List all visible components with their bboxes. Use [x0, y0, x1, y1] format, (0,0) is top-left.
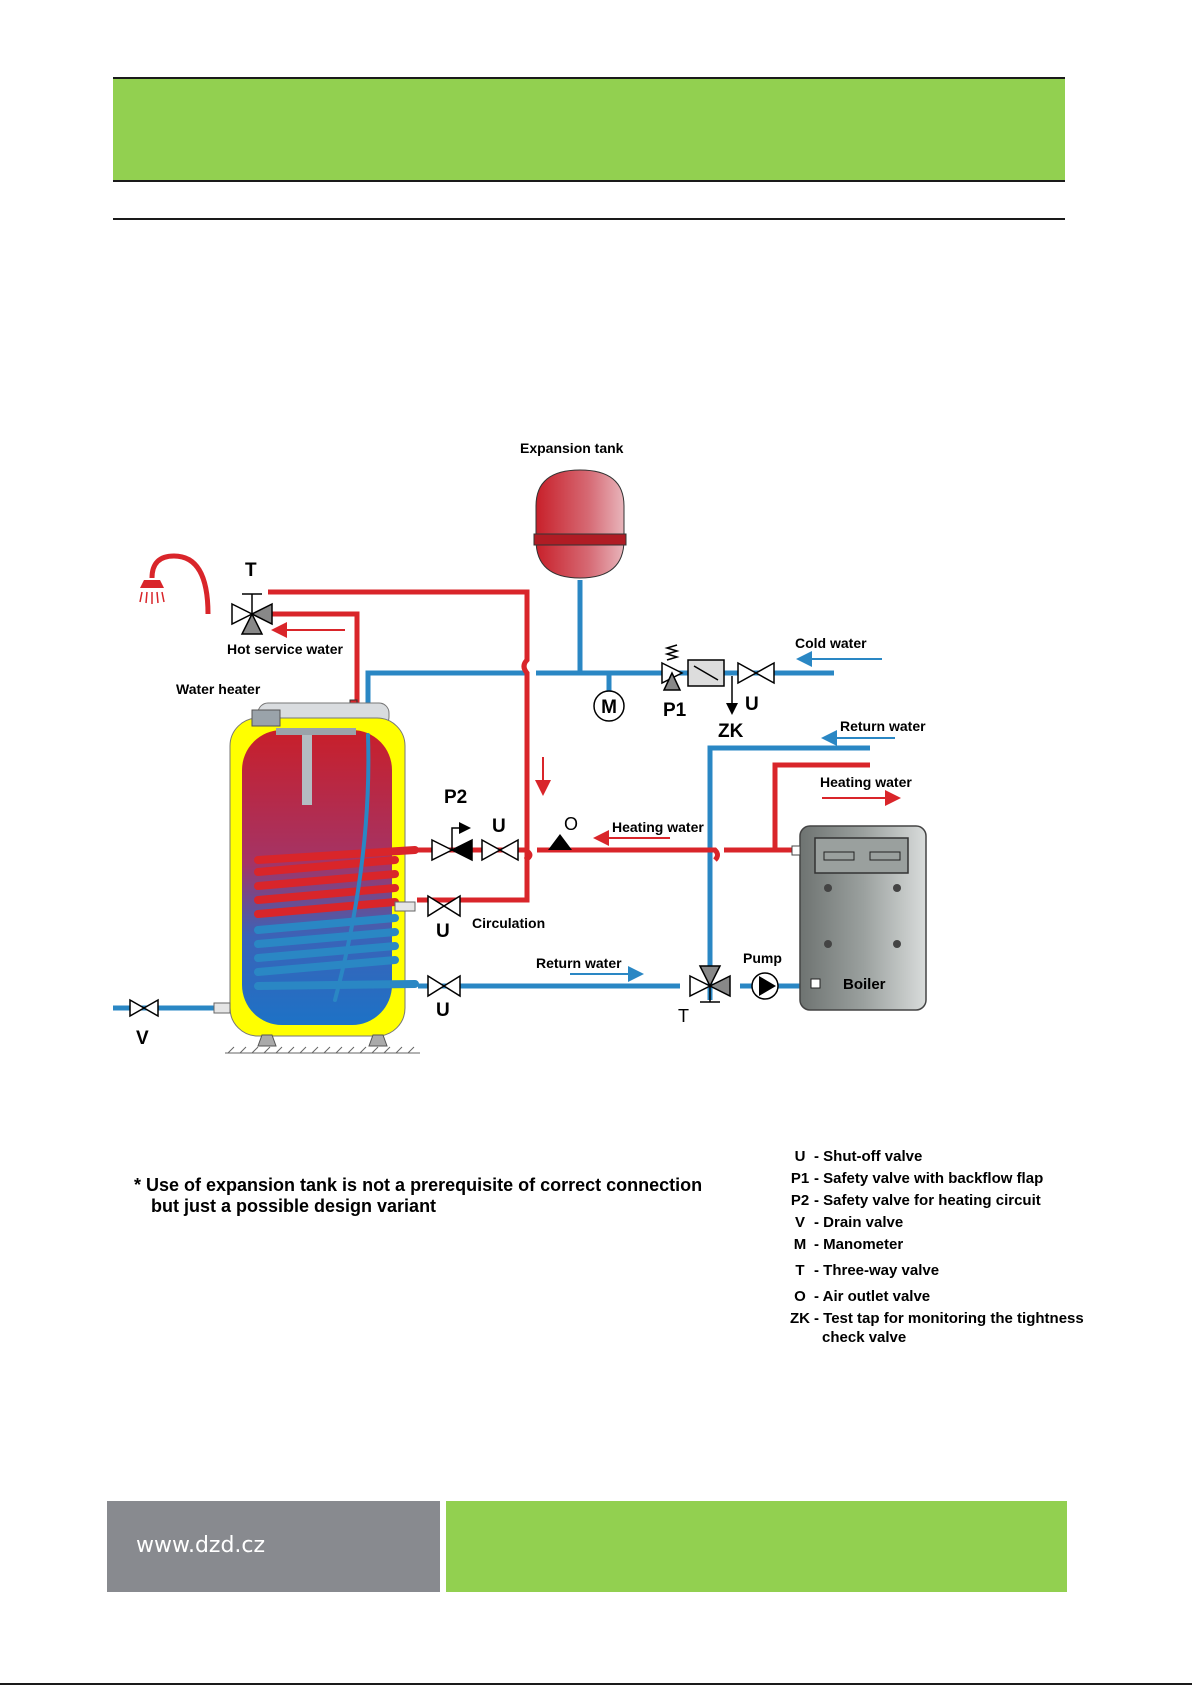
legend-row: V - Drain valve: [786, 1212, 1116, 1234]
legend-desc: - Manometer: [814, 1236, 904, 1253]
label-u-circ: U: [436, 921, 450, 942]
legend-row: P1- Safety valve with backflow flap: [786, 1168, 1116, 1190]
legend-row: ZK- Test tap for monitoring the tightnes…: [786, 1308, 1116, 1330]
label-o: O: [564, 814, 578, 834]
label-return-water-top: Return water: [840, 718, 926, 734]
label-t-top: T: [245, 560, 257, 581]
label-expansion-tank: Expansion tank: [520, 440, 624, 456]
footer-url: www.dzd.cz: [136, 1533, 266, 1558]
manometer-icon: [593, 690, 625, 722]
label-water-heater: Water heater: [176, 681, 261, 697]
label-p2: P2: [444, 787, 467, 808]
legend-row: M - Manometer: [786, 1234, 1116, 1260]
legend-key: T: [795, 1262, 805, 1279]
boiler: [791, 825, 927, 1011]
label-u-cold: U: [745, 694, 759, 715]
legend-desc: - Shut-off valve: [814, 1148, 923, 1165]
legend-row: O - Air outlet valve: [786, 1286, 1116, 1308]
footer-green-band: [446, 1501, 1067, 1592]
shut-off-valve-circulation: [427, 894, 461, 918]
three-way-valve-bottom: [689, 965, 731, 1003]
label-v: V: [136, 1028, 149, 1049]
legend-key: P1: [790, 1170, 810, 1187]
safety-valve-p1: [661, 644, 725, 691]
label-cold-water: Cold water: [795, 635, 867, 651]
legend-desc: - Safety valve with backflow flap: [814, 1170, 1044, 1187]
footer-gray-band: [107, 1501, 440, 1592]
heating-schematic-diagram: Expansion tank T Hot serv: [113, 440, 927, 1054]
drain-outlet: [213, 1002, 231, 1014]
label-u-bottom: U: [436, 1000, 450, 1021]
label-u-p2: U: [492, 816, 506, 837]
header-band: [113, 77, 1065, 182]
legend-row: T - Three-way valve: [786, 1260, 1116, 1286]
legend-key: O: [794, 1288, 806, 1305]
label-return-water-bottom: Return water: [536, 955, 622, 971]
shower-head-icon: [139, 580, 165, 604]
legend-desc: - Three-way valve: [814, 1262, 940, 1279]
note-line-2: but just a possible design variant: [151, 1196, 437, 1216]
label-t-bottom: T: [678, 1006, 689, 1026]
legend-key: M: [793, 1236, 807, 1253]
label-pump: Pump: [743, 950, 782, 966]
note-line-1: * Use of expansion tank is not a prerequ…: [134, 1175, 703, 1195]
legend-key: ZK: [790, 1310, 810, 1327]
legend-row-continuation: check valve: [786, 1330, 1116, 1352]
drain-valve: [129, 998, 159, 1018]
legend-desc: - Test tap for monitoring the tightness: [814, 1310, 1084, 1327]
shut-off-valve-heating: [481, 838, 519, 862]
safety-valve-p2: [431, 822, 473, 862]
legend-desc-continuation: check valve: [822, 1329, 907, 1346]
label-heating-water-top: Heating water: [820, 774, 912, 790]
label-p1: P1: [663, 700, 687, 721]
bottom-rule: [0, 1683, 1192, 1685]
legend-key: P2: [790, 1192, 810, 1209]
floor-hatching: [225, 1046, 420, 1054]
heating-coil: [254, 733, 419, 1002]
legend-desc: - Safety valve for heating circuit: [814, 1192, 1041, 1209]
air-outlet-valve-icon: [548, 834, 572, 850]
label-hot-service-water: Hot service water: [227, 641, 343, 657]
shut-off-valve-return: [427, 974, 461, 998]
expansion-tank: [533, 469, 627, 579]
legend-row: P2- Safety valve for heating circuit: [786, 1190, 1116, 1212]
shut-off-valve-cold: [737, 661, 775, 685]
header-rule: [113, 218, 1065, 220]
legend-key: V: [794, 1214, 805, 1231]
circulation-outlet: [394, 901, 416, 912]
legend-row: U - Shut-off valve: [786, 1146, 1116, 1168]
pump-icon: [751, 972, 779, 1000]
label-m: M: [601, 697, 617, 718]
label-boiler: Boiler: [843, 976, 886, 993]
legend-desc: - Drain valve: [814, 1214, 904, 1231]
label-circulation: Circulation: [472, 915, 545, 931]
label-heating-water-mid: Heating water: [612, 819, 704, 835]
legend-desc: - Air outlet valve: [814, 1288, 931, 1305]
hot-water-pipes: [149, 553, 870, 903]
expansion-tank-note: * Use of expansion tank is not a prerequ…: [134, 1175, 774, 1217]
legend-key: U: [794, 1148, 806, 1165]
three-way-valve-top: [231, 593, 273, 635]
label-zk: ZK: [718, 721, 744, 742]
legend: U - Shut-off valve P1- Safety valve with …: [786, 1146, 1116, 1352]
